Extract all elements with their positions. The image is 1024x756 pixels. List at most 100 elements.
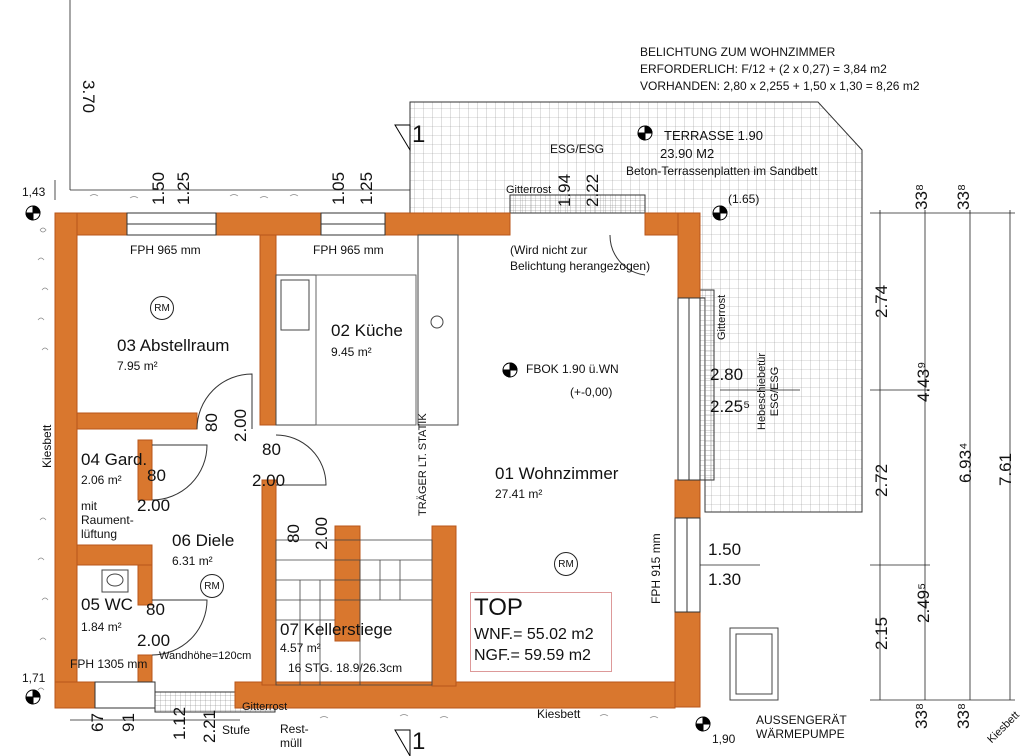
- rm-badge-abstellraum: RM: [150, 296, 174, 320]
- kiesbett-gravel: [37, 194, 659, 719]
- stufe-label: Stufe: [222, 723, 251, 737]
- dim-280: 2.80: [710, 365, 744, 384]
- dim-6934: 6.93⁴: [956, 442, 975, 483]
- heat-pump-unit: [729, 627, 779, 701]
- room-kellerstiege-area: 4.57 m²: [280, 641, 321, 655]
- kiesbett-left: Kiesbett: [40, 424, 54, 468]
- gitterrost-bottom-label: Gitterrost: [242, 701, 288, 713]
- dim-91: 91: [119, 713, 138, 732]
- dim-80b: 80: [262, 440, 281, 459]
- room-diele-name: 06 Diele: [172, 531, 235, 550]
- dim-338d: 33⁸: [954, 702, 973, 729]
- level-190: 1,90: [712, 732, 736, 746]
- gitterrost-right-label: Gitterrost: [716, 294, 728, 340]
- section-mark-bottom: 1: [412, 728, 426, 755]
- dim-130: 1.30: [708, 570, 742, 589]
- room-abstellraum-name: 03 Abstellraum: [117, 336, 230, 355]
- esg-label: ESG/ESG: [550, 142, 605, 156]
- gitterrost-top: [509, 194, 646, 214]
- walls: [54, 212, 701, 709]
- top-wnf: WNF.= 55.02 m2: [474, 626, 594, 643]
- dimension-lines: [54, 0, 1015, 721]
- dim-80a: 80: [202, 413, 221, 432]
- dim-2495: 2.49⁵: [914, 582, 933, 623]
- fph-mid: FPH 965 mm: [313, 243, 384, 257]
- dim-338a: 33⁸: [912, 183, 931, 210]
- dim-221: 2.21: [200, 709, 219, 743]
- dim-125b: 1.25: [357, 171, 376, 205]
- level-171: 1,71: [22, 671, 46, 685]
- dim-200b: 2.00: [252, 471, 286, 490]
- dim-200a: 2.00: [231, 408, 250, 442]
- rm-badge-diele: RM: [200, 574, 224, 598]
- dim-194: 1.94: [555, 173, 574, 207]
- section-mark-top: 1: [412, 121, 426, 148]
- fph-right: FPH 915 mm: [649, 533, 663, 604]
- gitterrost-right: [699, 289, 715, 481]
- section-marks: [394, 124, 411, 756]
- dim-200d: 2.00: [312, 516, 331, 550]
- wandhoehe-label: Wandhöhe=120cm: [159, 650, 252, 662]
- note-line3: VORHANDEN: 2,80 x 2,255 + 1,50 x 1,30 = …: [640, 79, 920, 93]
- aussengeraet-label: AUSSENGERÄT WÄRMEPUMPE: [756, 713, 847, 742]
- room-abstellraum-area: 7.95 m²: [117, 359, 158, 373]
- terrace-name: TERRASSE 1.90: [664, 128, 763, 143]
- room-garderobe-area: 2.06 m²: [81, 473, 122, 487]
- dim-150b: 1.50: [708, 540, 742, 559]
- not-used-label: (Wird nicht zur Belichtung herangezogen): [510, 243, 651, 274]
- dim-200e: 2.00: [137, 631, 171, 650]
- fbok-sub: (+-0,00): [570, 385, 613, 399]
- top-title: TOP: [474, 594, 523, 621]
- kiesbett-bottom: Kiesbett: [537, 707, 581, 721]
- room-garderobe-note: mit Raument- lüftung: [81, 499, 134, 541]
- room-wohnzimmer-name: 01 Wohnzimmer: [495, 464, 619, 483]
- dim-67: 67: [88, 713, 107, 732]
- room-wc-name: 05 WC: [81, 595, 133, 614]
- room-diele-area: 6.31 m²: [172, 554, 213, 568]
- traeger-label: TRÄGER LT. STATIK: [417, 413, 429, 516]
- hebe-label: Hebeschiebetür ESG/ESG: [756, 352, 781, 430]
- windows: [94, 212, 701, 709]
- dim-80d: 80: [284, 524, 303, 543]
- room-kellerstiege-steps: 16 STG. 18.9/26.3cm: [288, 661, 403, 675]
- dim-215: 2.15: [872, 616, 891, 650]
- room-garderobe-name: 04 Gard.: [81, 450, 148, 469]
- room-kueche-name: 02 Küche: [331, 321, 403, 340]
- dim-761: 7.61: [996, 452, 1015, 486]
- terrace-material: Beton-Terrassenplatten im Sandbett: [626, 164, 818, 178]
- room-wc-area: 1.84 m²: [81, 620, 122, 634]
- dim-150a: 1.50: [149, 171, 168, 205]
- stairs: [275, 539, 433, 686]
- room-kellerstiege-name: 07 Kellerstiege: [280, 620, 393, 639]
- kitchen-counters: [275, 234, 459, 426]
- restmuell-label: Rest- müll: [280, 722, 309, 751]
- note-line1: BELICHTUNG ZUM WOHNZIMMER: [640, 45, 836, 59]
- dim-80c: 80: [147, 466, 166, 485]
- fbok-label: FBOK 1.90 ü.WN: [526, 362, 619, 376]
- dim-338c: 33⁸: [912, 702, 931, 729]
- level-143: 1,43: [22, 185, 46, 199]
- dim-222: 2.22: [583, 173, 602, 207]
- dim-105: 1.05: [329, 171, 348, 205]
- dim-4439: 4.43⁹: [914, 361, 933, 402]
- gitterrost-top-label: Gitterrost: [506, 184, 552, 196]
- note-line2: ERFORDERLICH: F/12 + (2 x 0,27) = 3,84 m…: [640, 62, 887, 76]
- fph-wc: FPH 1305 mm: [70, 657, 148, 671]
- room-kueche-area: 9.45 m²: [331, 345, 372, 359]
- door-swings: [151, 234, 646, 656]
- terrace-area: 23.90 M2: [660, 146, 715, 161]
- room-wohnzimmer-area: 27.41 m²: [495, 487, 543, 501]
- dim-272: 2.72: [872, 463, 891, 497]
- dim-112: 1.12: [170, 706, 189, 740]
- level-markers: [25, 125, 728, 732]
- rm-badge-wohnzimmer: RM: [554, 552, 578, 576]
- dim-370: 3.70: [79, 80, 98, 114]
- wc-fixtures: [101, 569, 129, 593]
- dim-200c: 2.00: [137, 496, 171, 515]
- top-summary-box: [470, 592, 612, 672]
- dim-2255: 2.25⁵: [710, 397, 751, 416]
- top-ngf: NGF.= 59.59 m2: [474, 647, 591, 664]
- dim-274: 2.74: [872, 284, 891, 318]
- dim-80e: 80: [146, 600, 165, 619]
